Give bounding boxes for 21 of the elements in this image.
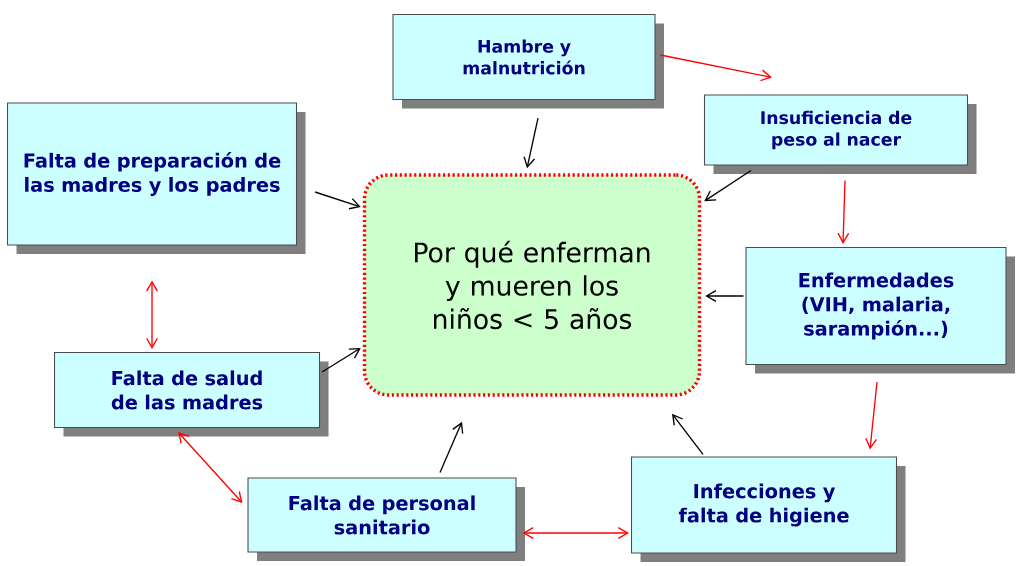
arrow xyxy=(659,54,772,82)
arrow xyxy=(522,527,629,539)
arrow xyxy=(146,280,158,349)
arrow xyxy=(439,421,464,474)
arrow xyxy=(837,179,850,244)
arrow xyxy=(321,348,361,373)
arrow xyxy=(865,381,878,450)
arrow xyxy=(178,432,243,503)
cause-box: Hambre y malnutrición xyxy=(392,13,664,109)
cause-box: Falta de salud de las madres xyxy=(53,351,329,437)
arrow xyxy=(314,191,361,210)
cause-box: Falta de personal sanitario xyxy=(247,477,525,561)
cause-box: Falta de preparación de las madres y los padres xyxy=(6,102,306,254)
cause-box: Insuficiencia de peso al nacer xyxy=(703,94,977,174)
cause-box: Infecciones y falta de higiene xyxy=(630,456,906,562)
question-box: Por qué enferman y mueren los niños < 5 años xyxy=(362,173,702,397)
arrow xyxy=(672,413,704,456)
arrow xyxy=(705,290,745,302)
arrow xyxy=(704,169,752,202)
cause-box: Enfermedades (VIH, malaria, sarampión...) xyxy=(745,246,1015,374)
arrow xyxy=(523,117,539,169)
